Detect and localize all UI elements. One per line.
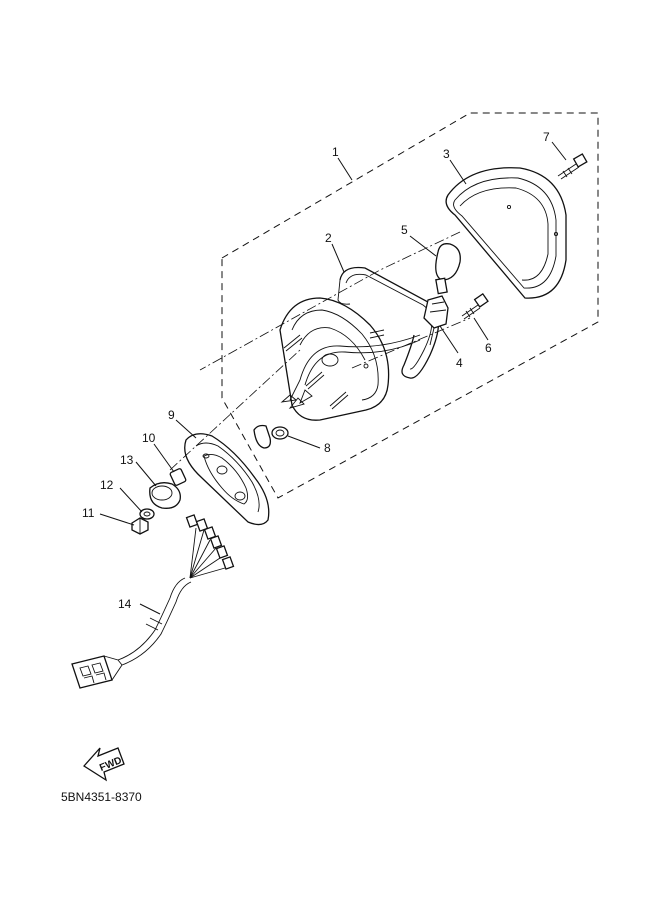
callout-4: 4 xyxy=(456,356,463,370)
part-11-nut xyxy=(131,517,149,535)
part-9-base-plate xyxy=(184,433,270,526)
part-12-washer xyxy=(139,508,155,520)
callout-1: 1 xyxy=(332,145,339,159)
part-10-spacer xyxy=(169,468,187,486)
part-7-screw xyxy=(557,153,588,180)
callout-8: 8 xyxy=(324,441,331,455)
callout-11: 11 xyxy=(82,506,95,520)
part-14-wire-harness xyxy=(71,514,235,689)
assembly-boundary xyxy=(221,112,599,499)
part-3-lens xyxy=(445,167,567,299)
part-13-damper xyxy=(149,482,181,509)
callout-2: 2 xyxy=(325,231,332,245)
callout-7: 7 xyxy=(543,130,550,144)
callout-3: 3 xyxy=(443,147,450,161)
callout-9: 9 xyxy=(168,408,175,422)
part-8-grommet xyxy=(253,424,289,449)
callout-5: 5 xyxy=(401,223,408,237)
fwd-arrow: FWD xyxy=(83,747,125,782)
part-6-screw xyxy=(461,292,489,320)
callout-6: 6 xyxy=(485,341,492,355)
leader-lines xyxy=(99,141,567,615)
part-code: 5BN4351-8370 xyxy=(61,790,142,804)
part-4-socket xyxy=(423,295,449,346)
callout-10: 10 xyxy=(142,431,156,445)
callout-14: 14 xyxy=(118,597,132,611)
part-5-bulb xyxy=(435,243,461,295)
callout-12: 12 xyxy=(100,478,114,492)
assembly-axis xyxy=(169,231,471,471)
callout-13: 13 xyxy=(120,453,134,467)
callout-labels: 1 2 3 4 5 6 7 8 9 10 13 12 11 14 xyxy=(82,130,550,611)
internal-wiring xyxy=(280,334,421,409)
